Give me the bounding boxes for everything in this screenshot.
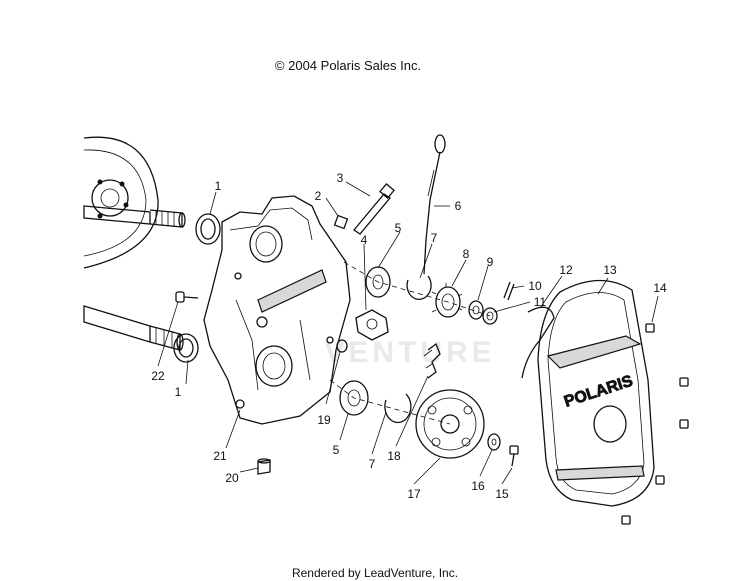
callout-9: 9 <box>487 255 494 269</box>
leader-lines <box>157 181 659 485</box>
cover-bolt <box>645 323 655 333</box>
callout-15: 15 <box>495 487 509 501</box>
castle-nut-11 <box>482 307 498 325</box>
callout-numbers: 1 1 2 3 4 5 5 6 7 7 8 9 10 11 12 13 14 1… <box>151 171 667 501</box>
oil-seal-lower <box>173 333 199 363</box>
callout-2: 2 <box>315 189 322 203</box>
tensioner-4 <box>355 309 389 341</box>
cover-bolt <box>655 475 665 485</box>
drive-clutch-sheave <box>83 136 159 269</box>
callout-3: 3 <box>337 171 344 185</box>
callout-1-upper: 1 <box>215 179 222 193</box>
chain-18 <box>423 342 441 379</box>
watermark-text: VENTURE <box>324 336 495 369</box>
callout-4: 4 <box>361 233 368 247</box>
callout-12: 12 <box>559 263 573 277</box>
callout-10: 10 <box>528 279 542 293</box>
nut-2 <box>333 214 349 230</box>
bolt-15 <box>509 445 519 467</box>
callout-20: 20 <box>225 471 239 485</box>
sprocket-8 <box>431 283 463 318</box>
callout-22: 22 <box>151 369 165 383</box>
callout-5-upper: 5 <box>395 221 402 235</box>
cover-bolt <box>621 515 631 525</box>
callout-13: 13 <box>603 263 617 277</box>
drive-shaft-upper <box>83 205 186 228</box>
callout-7-upper: 7 <box>431 231 438 245</box>
callout-16: 16 <box>471 479 485 493</box>
snap-ring-7-lower <box>384 393 412 424</box>
bearing-5-upper <box>365 266 391 298</box>
washer-16 <box>487 433 501 451</box>
chaincase-housing <box>203 195 351 425</box>
cover-brand-text: POLARIS <box>562 373 635 411</box>
copyright-text: © 2004 Polaris Sales Inc. <box>275 58 421 73</box>
callout-21: 21 <box>213 449 227 463</box>
drain-plug-20 <box>257 458 271 475</box>
bolt-22 <box>175 291 199 303</box>
callout-7-lower: 7 <box>369 457 376 471</box>
callout-14: 14 <box>653 281 667 295</box>
callout-11: 11 <box>534 295 547 309</box>
bearing-5-lower <box>339 380 369 416</box>
callout-18: 18 <box>387 449 401 463</box>
chaincase-cover-13: POLARIS <box>537 279 655 507</box>
dipstick-6 <box>423 134 446 275</box>
callout-1-lower: 1 <box>175 385 182 399</box>
driven-shaft-lower <box>83 305 184 351</box>
callout-6: 6 <box>455 199 462 213</box>
pivot-bolt-3 <box>353 183 395 235</box>
snap-ring-7-upper <box>406 275 432 301</box>
callout-17: 17 <box>407 487 421 501</box>
assembly-lines <box>329 261 491 425</box>
callout-5-lower: 5 <box>333 443 340 457</box>
rendered-by-text: Rendered by LeadVenture, Inc. <box>292 566 458 580</box>
callout-19: 19 <box>317 413 331 427</box>
gear-17 <box>415 389 485 459</box>
oil-seal-upper <box>195 213 221 245</box>
cotter-pin-10 <box>503 281 515 301</box>
cover-bolt <box>679 419 689 429</box>
cover-bolt <box>679 377 689 387</box>
washer-19 <box>336 339 348 353</box>
cover-bolts-14 <box>621 323 689 525</box>
callout-8: 8 <box>463 247 470 261</box>
